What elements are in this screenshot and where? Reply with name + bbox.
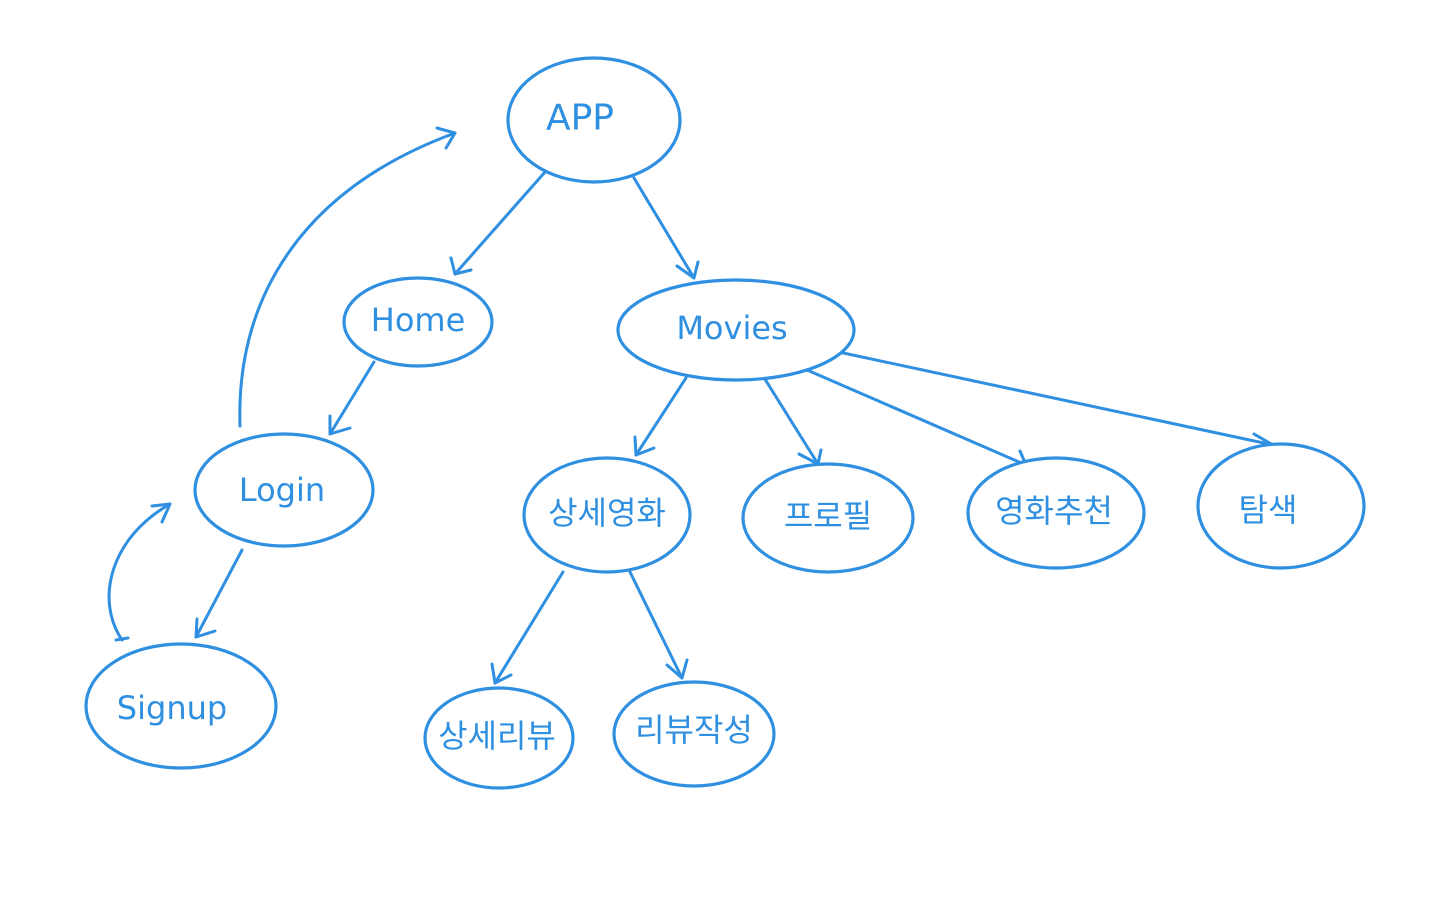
node-login: Login — [193, 432, 375, 548]
edge-movies-to-explore — [832, 349, 1275, 453]
arrowhead-icon — [665, 658, 689, 680]
arrowhead-icon — [449, 256, 473, 276]
arrowhead-icon — [435, 126, 457, 150]
arrowhead-icon — [194, 617, 217, 639]
node-detail-movie-label: 상세영화 — [548, 494, 666, 532]
node-app-ellipse — [506, 56, 682, 184]
node-write-review-ellipse — [612, 680, 776, 788]
edge-home-to-login — [328, 360, 376, 436]
node-explore-label: 탐색 — [1239, 491, 1298, 529]
arrowhead-icon — [328, 414, 352, 436]
node-detail-movie: 상세영화 — [522, 456, 692, 574]
node-login-label: Login — [239, 471, 325, 509]
edge-login-to-signup — [194, 548, 244, 639]
edge-movies-to-detail-movie — [633, 376, 688, 457]
edge-detail-movie-to-detail-review — [490, 570, 565, 685]
node-profile-label: 프로필 — [784, 497, 872, 535]
node-detail-review-label: 상세리뷰 — [438, 717, 556, 755]
edge-detail-movie-to-write-review — [628, 570, 689, 680]
edge-app-to-movies — [632, 176, 700, 280]
nodes-layer: APP Home Movies Login Signup 상세영화 — [84, 56, 1366, 790]
arrowhead-icon — [675, 260, 700, 280]
edge-line — [632, 176, 696, 280]
node-explore-ellipse — [1196, 442, 1366, 570]
node-profile: 프로필 — [741, 462, 915, 574]
edge-line — [805, 368, 1028, 467]
node-detail-review: 상세리뷰 — [423, 686, 575, 790]
edge-app-to-home — [449, 170, 547, 276]
edge-line — [453, 170, 547, 276]
edge-line — [238, 131, 457, 428]
edges-layer — [107, 126, 1275, 685]
node-home: Home — [342, 276, 494, 368]
arrowhead-icon — [150, 502, 172, 524]
node-recommend-label: 영화추천 — [995, 492, 1113, 530]
edge-signup-to-login — [107, 502, 172, 642]
node-signup: Signup — [84, 642, 278, 770]
edge-line — [493, 570, 565, 685]
node-detail-movie-ellipse — [522, 456, 692, 574]
edge-line — [761, 374, 820, 466]
edge-movies-to-profile — [761, 374, 823, 466]
node-write-review: 리뷰작성 — [612, 680, 776, 788]
node-home-label: Home — [371, 301, 466, 339]
edge-line — [107, 502, 172, 642]
node-profile-ellipse — [741, 462, 915, 574]
node-home-ellipse — [342, 276, 494, 368]
edge-line — [628, 570, 684, 680]
node-detail-review-ellipse — [423, 686, 575, 790]
node-recommend-ellipse — [966, 456, 1146, 570]
edge-line — [634, 376, 688, 457]
edge-line — [328, 360, 376, 436]
node-login-ellipse — [193, 432, 375, 548]
node-app: APP — [506, 56, 682, 184]
edge-tail-tick — [114, 636, 130, 642]
node-recommend: 영화추천 — [966, 456, 1146, 570]
node-movies-label: Movies — [676, 309, 787, 347]
arrowhead-icon — [490, 662, 513, 685]
arrowhead-icon — [633, 435, 656, 457]
node-movies-ellipse — [616, 278, 856, 382]
edge-line — [832, 349, 1275, 447]
node-app-label: APP — [546, 98, 614, 139]
edge-login-to-app — [238, 126, 457, 428]
node-signup-label: Signup — [117, 689, 227, 727]
node-signup-ellipse — [84, 642, 278, 770]
edge-line — [194, 548, 244, 639]
node-write-review-label: 리뷰작성 — [635, 711, 753, 749]
node-movies: Movies — [616, 278, 856, 382]
node-explore: 탐색 — [1196, 442, 1366, 570]
